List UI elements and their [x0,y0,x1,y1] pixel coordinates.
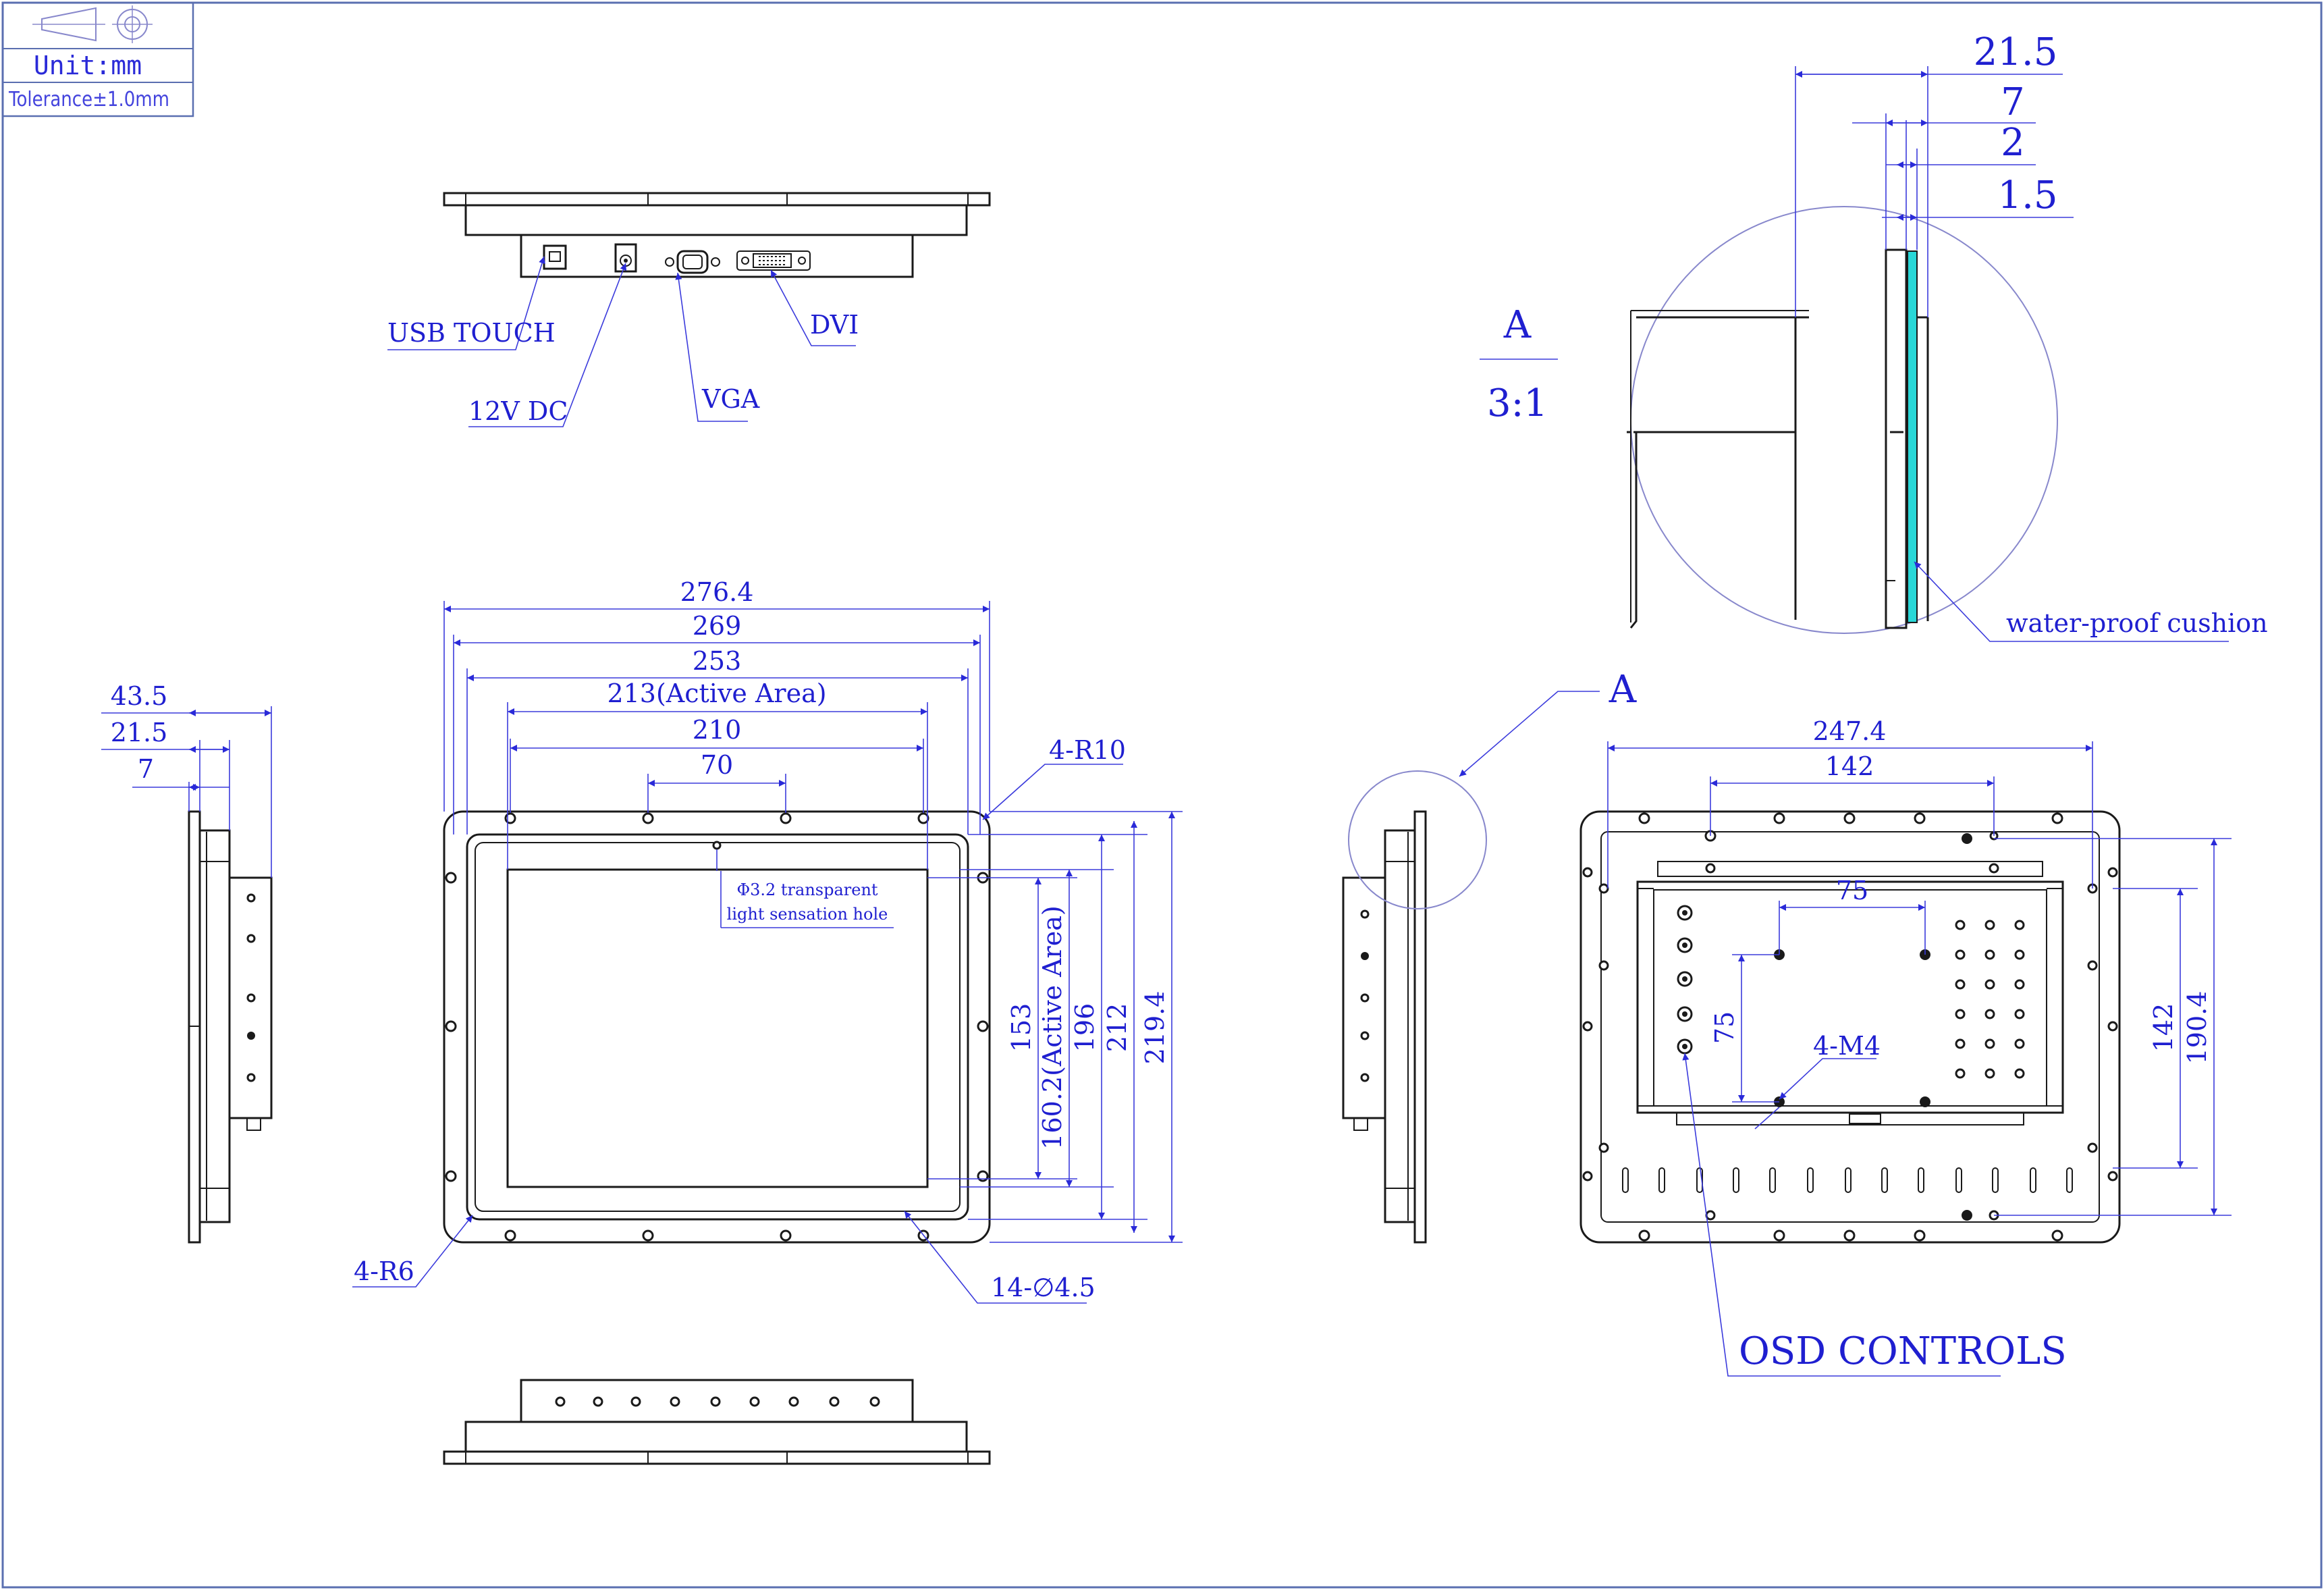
back-dim-247-4: 247.4 [1813,716,1887,746]
vga-port-icon [665,250,720,274]
cushion-strip [1907,250,1918,623]
detail-a-marker: A [1609,668,1637,712]
connector-view: USB TOUCH 12V DC VGA DVI [387,192,991,427]
sensor-note-line2: light sensation hole [727,905,888,924]
bottom-view [443,1379,991,1465]
back-plate [1636,880,2064,1114]
dim-2: 2 [2001,121,2025,165]
corner-r10-label: 4-R10 [1049,735,1126,765]
front-dim-160-2: 160.2(Active Area) [1037,905,1067,1149]
vent-grid [1955,920,2025,1079]
usb-touch-label: USB TOUCH [387,318,556,348]
front-dim-196: 196 [1070,1003,1100,1053]
tolerance-label: Tolerance±1.0mm [8,88,169,111]
dc-12v-label: 12V DC [468,396,568,426]
side-dim-7: 7 [138,754,154,784]
sensor-note-line1: Φ3.2 transparent [736,880,877,899]
detail-circle [1630,206,2058,634]
detail-letter: A [1503,303,1532,347]
dim-1-5: 1.5 [1997,174,2057,217]
unit-label: Unit:mm [34,51,142,80]
side-view-2: A [1342,668,1637,1244]
projection-symbol-icon [32,5,153,43]
dc-jack-icon [614,243,637,273]
side-dim-21-5: 21.5 [111,718,168,747]
back-dim-142-right: 142 [2149,1003,2178,1053]
detail-a-marker-circle [1348,770,1487,909]
dim-21-5: 21.5 [1974,30,2058,74]
front-dim-253: 253 [693,646,742,676]
detail-scale: 3:1 [1487,381,1548,425]
dim-7: 7 [2001,80,2025,124]
screws-label: 4-M4 [1813,1031,1881,1061]
side-dim-43-5: 43.5 [111,681,168,711]
side-view: 43.5 21.5 7 [101,681,273,1244]
usb-port-icon [543,244,567,270]
screen [506,868,929,1188]
osd-label: OSD CONTROLS [1739,1329,2067,1373]
back-dim-142-top: 142 [1825,751,1874,781]
front-dim-153: 153 [1006,1003,1036,1053]
back-dim-75-v: 75 [1710,1011,1739,1044]
dvi-label: DVI [810,310,859,340]
front-dim-210: 210 [693,715,742,745]
detail-a: A 3:1 21.5 7 2 [1480,30,2268,642]
front-dim-269: 269 [693,611,742,641]
back-view: 247.4 142 75 75 4-M4 142 190.4 OSD CONTR… [1579,716,2232,1377]
front-dim-213: 213(Active Area) [607,679,826,708]
front-view: 276.4 269 253 213(Active Area) 210 70 4-… [352,577,1183,1304]
front-dim-276-4: 276.4 [680,577,754,607]
back-dim-190-4: 190.4 [2182,991,2212,1065]
front-dim-212: 212 [1102,1003,1132,1053]
title-block: Unit:mm Tolerance±1.0mm [1,1,194,117]
front-bezel [443,810,991,1244]
cushion-label: water-proof cushion [2006,608,2268,638]
front-dim-70: 70 [701,750,733,780]
front-dim-219-4: 219.4 [1140,991,1170,1065]
vga-label: VGA [701,384,760,414]
holes-label: 14-∅4.5 [991,1273,1096,1302]
back-dim-75-h: 75 [1836,876,1868,905]
corner-r6-label: 4-R6 [354,1256,414,1286]
